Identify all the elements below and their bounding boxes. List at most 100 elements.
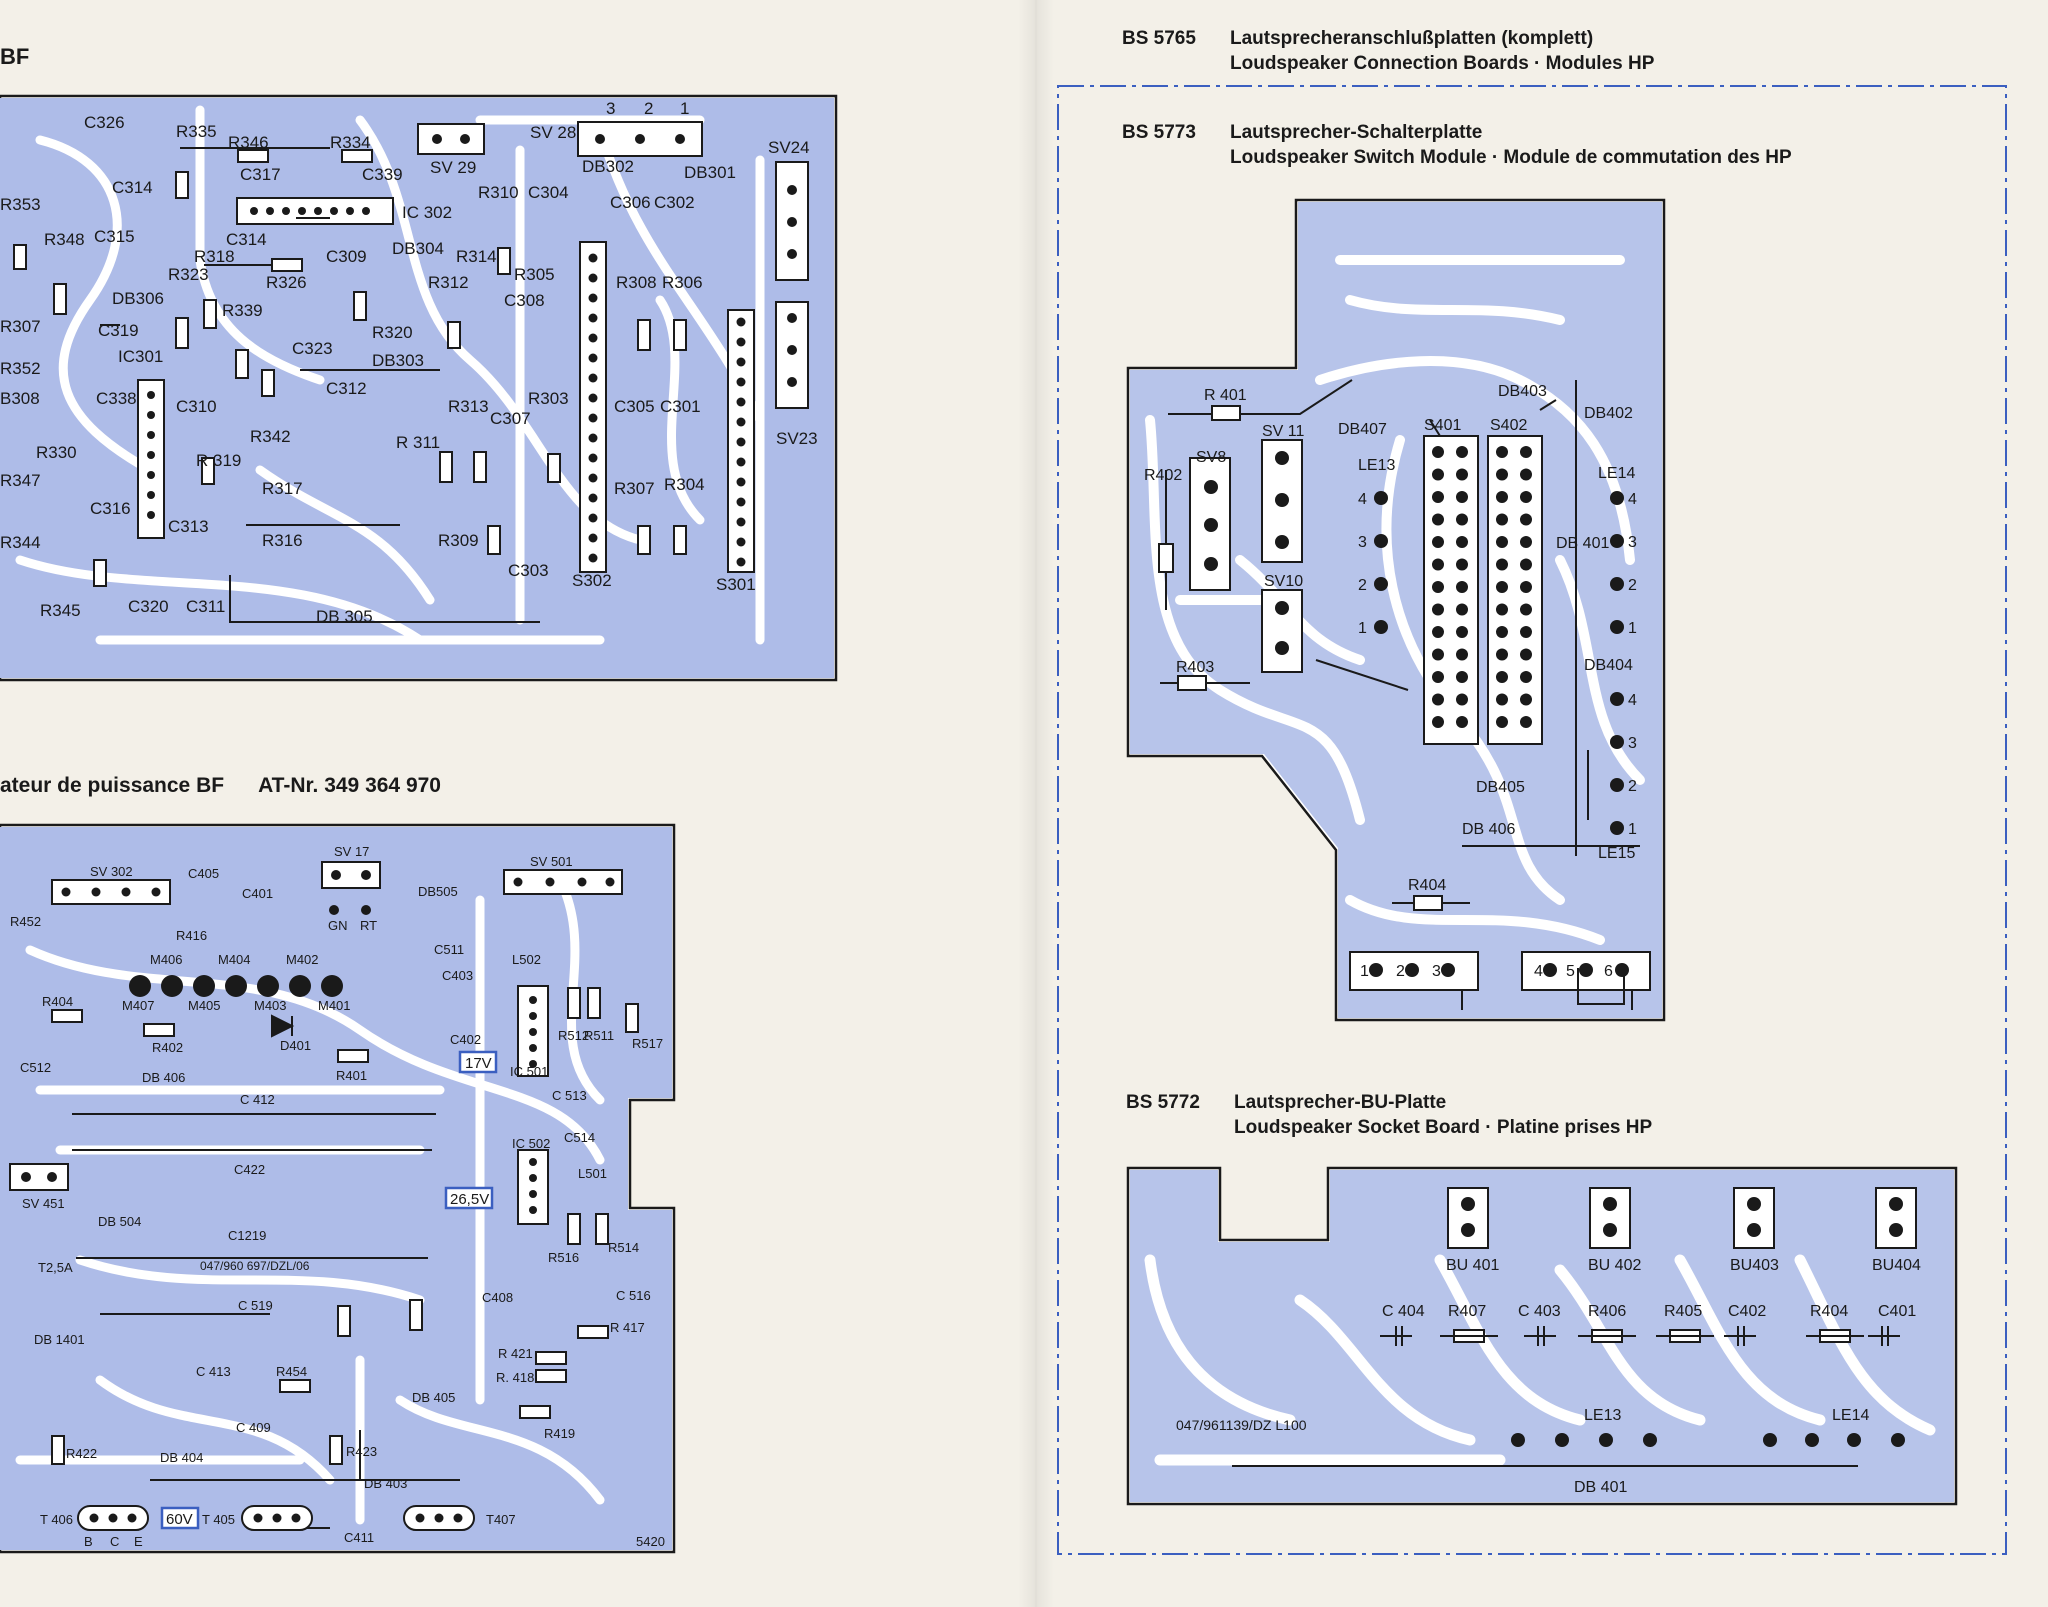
lbl-5420: 5420: [636, 1534, 665, 1549]
lbl-m405: M405: [188, 998, 221, 1013]
lbl-db301: DB301: [684, 163, 736, 182]
socket-pads: [1461, 1197, 1905, 1447]
lbl-c402: C402: [450, 1032, 481, 1047]
lbl-c308: C308: [504, 291, 545, 310]
lbl-c320: C320: [128, 597, 169, 616]
lbl-sw-db402: DB402: [1584, 405, 1633, 422]
lbl-le13-pin1: 1: [1358, 620, 1367, 637]
lbl-ic301: IC301: [118, 347, 163, 366]
lbl-c519: C 519: [238, 1298, 273, 1313]
lbl-r516: R516: [548, 1250, 579, 1265]
switch-pin: [1456, 446, 1468, 458]
switch-pads: [1204, 451, 1629, 977]
lbl-sv28: SV 28: [530, 123, 576, 142]
lbl-sw-le13: LE13: [1358, 457, 1395, 474]
lbl-c1219: C1219: [228, 1228, 266, 1243]
lbl-sw-r404: R404: [1408, 877, 1446, 894]
power-board: 17V 26,5V 60V SV 302 C405 C401 SV 17 GN …: [0, 823, 676, 1554]
lbl-le13-pin4: 4: [1358, 491, 1367, 508]
lbl-c311: C311: [186, 597, 225, 616]
lbl-c339: C339: [362, 165, 403, 184]
switch-pin: [1520, 626, 1532, 638]
lbl-e1: E: [134, 1534, 143, 1549]
code-bs5765: BS 5765: [1122, 28, 1196, 49]
switch-pin: [1496, 603, 1508, 616]
lbl-db305: DB 305: [316, 607, 373, 626]
lbl-r306: R306: [662, 273, 703, 292]
switch-pin: [1432, 693, 1444, 706]
lbl-r512: R512: [558, 1028, 589, 1043]
switch-pin: [1432, 513, 1444, 526]
heading-bs5765-en: Loudspeaker Connection Boards · Modules …: [1230, 53, 1655, 74]
power-board-title-fr: ateur de puissance BF: [0, 774, 225, 797]
lbl-c401s: C401: [1878, 1303, 1916, 1320]
switch-pin: [1520, 716, 1532, 728]
lbl-c323: C323: [292, 339, 333, 358]
lbl-c317: C317: [240, 165, 281, 184]
lbl-sw-sv10: SV10: [1264, 573, 1303, 590]
lbl-s302: S302: [572, 571, 612, 590]
lbl-r418: R. 418: [496, 1370, 534, 1385]
switch-pin: [1456, 468, 1468, 481]
lbl-r405: R405: [1664, 1303, 1702, 1320]
lbl-le15-pin1: 1: [1628, 821, 1637, 838]
lbl-sock-le13: LE13: [1584, 1407, 1621, 1424]
lbl-r401: R401: [336, 1068, 367, 1083]
lbl-r323: R323: [168, 265, 209, 284]
lbl-db304: DB304: [392, 239, 444, 258]
lbl-c314b: C314: [226, 230, 267, 249]
lbl-gn: GN: [328, 918, 348, 933]
lbl-c511: C511: [434, 942, 464, 957]
lbl-sw-s402: S402: [1490, 417, 1527, 434]
lbl-bu404: BU404: [1872, 1257, 1921, 1274]
switch-pin: [1520, 491, 1532, 503]
lbl-c315: C315: [94, 227, 135, 246]
lbl-r334: R334: [330, 133, 371, 152]
lbl-r310: R310: [478, 183, 519, 202]
lbl-r314: R314: [456, 247, 497, 266]
switch-traces: [1145, 255, 1645, 945]
switch-pin: [1496, 446, 1508, 458]
switch-pin: [1520, 513, 1532, 526]
switch-pin-matrix: [1432, 446, 1532, 728]
lbl-c413: C 413: [196, 1364, 231, 1379]
switch-pin: [1456, 693, 1468, 706]
lbl-le13-pin3: 3: [1358, 534, 1367, 551]
switch-pin: [1456, 513, 1468, 526]
lbl-r335: R335: [176, 122, 217, 141]
switch-pin: [1432, 716, 1444, 728]
switch-pin: [1456, 716, 1468, 728]
lbl-r346: R346: [228, 133, 269, 152]
switch-pin: [1520, 603, 1532, 616]
lbl-r319: R 319: [196, 451, 241, 470]
at-number: AT-Nr. 349 364 970: [258, 774, 441, 797]
switch-pin: [1496, 536, 1508, 548]
lbl-sw-r402: R402: [1144, 467, 1182, 484]
lbl-r404: R404: [42, 994, 73, 1009]
code-bs5773: BS 5773: [1122, 122, 1196, 143]
lbl-sv23: SV23: [776, 429, 818, 448]
lbl-c305: C305: [614, 397, 655, 416]
lbl-r318: R318: [194, 247, 235, 266]
voltage-60v: 60V: [166, 1511, 193, 1528]
pin-1: 1: [680, 99, 689, 118]
switch-pin: [1496, 716, 1508, 728]
lbl-m402: M402: [286, 952, 319, 967]
lbl-r422: R422: [66, 1446, 97, 1461]
switch-pin: [1496, 558, 1508, 571]
switch-pin: [1456, 626, 1468, 638]
switch-pin: [1456, 671, 1468, 683]
lbl-sw-db407: DB407: [1338, 421, 1387, 438]
socket-traces: [1144, 1254, 1936, 1466]
lbl-r404s: R404: [1810, 1303, 1848, 1320]
lbl-c307: C307: [490, 409, 531, 428]
lbl-sv302: SV 302: [90, 864, 133, 879]
lbl-term-3: 3: [1432, 963, 1441, 980]
lbl-m406: M406: [150, 952, 183, 967]
lbl-r345: R345: [40, 601, 81, 620]
lbl-r352: R352: [0, 359, 41, 378]
lbl-b308: B308: [0, 389, 40, 408]
lbl-r423: R423: [346, 1444, 377, 1459]
